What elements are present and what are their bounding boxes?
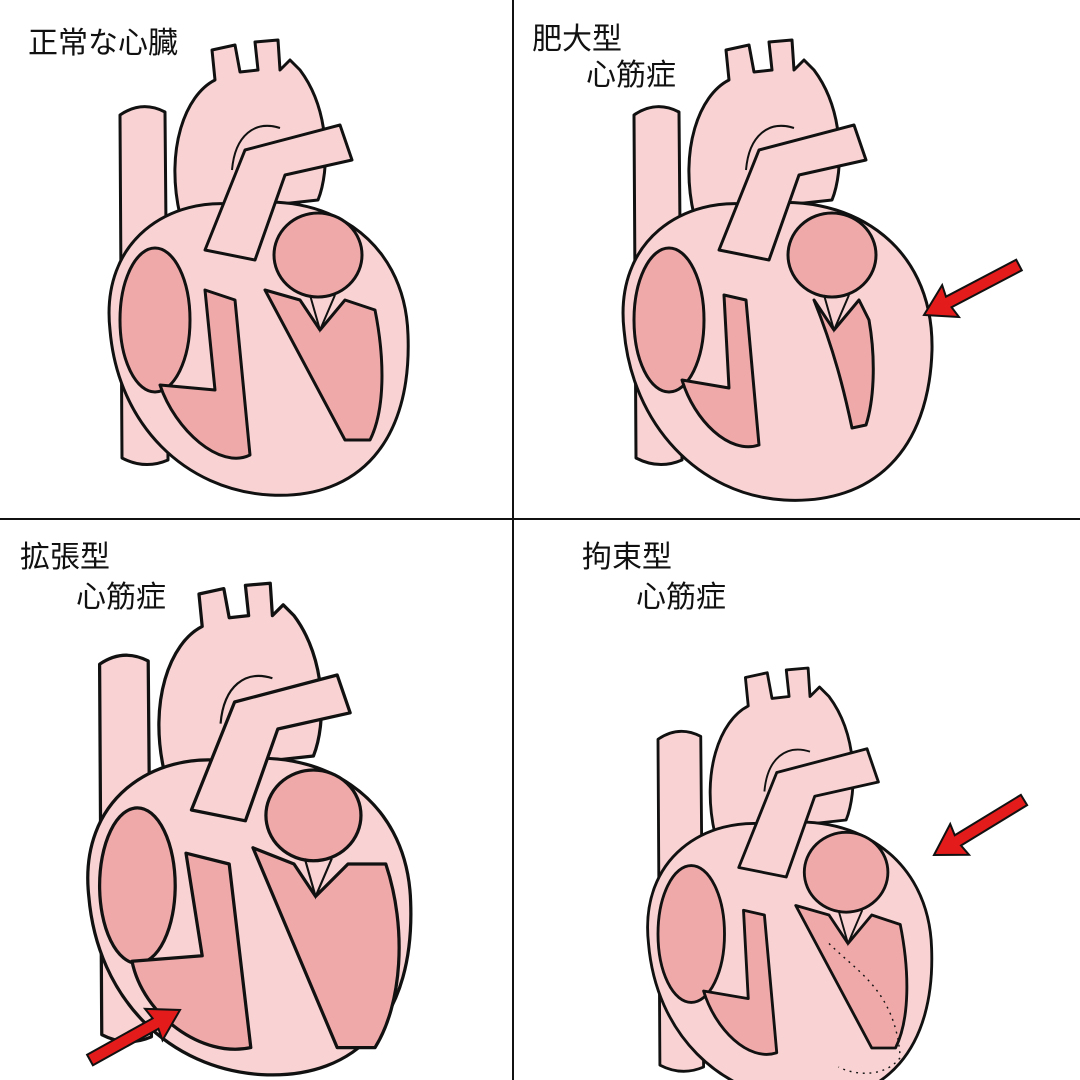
pulmonary-artery — [717, 123, 868, 262]
right-ventricle — [130, 851, 253, 1051]
heart-group — [107, 38, 410, 497]
mitral-valve — [823, 294, 850, 333]
panel-dilated: 拡張型 心筋症 — [0, 520, 540, 1077]
aortic-arch-line — [219, 674, 273, 724]
panel-normal-heart: 正常な心臓 — [0, 0, 540, 540]
right-atrium — [118, 246, 192, 394]
left-atrium — [272, 211, 364, 299]
aortic-arch-line — [763, 748, 811, 792]
heart-group — [621, 38, 934, 502]
vertical-divider — [512, 0, 514, 1080]
right-ventricle — [702, 908, 779, 1056]
right-ventricle — [158, 288, 252, 460]
mitral-valve — [837, 909, 864, 947]
aortic-arch-line — [231, 124, 281, 171]
left-ventricle — [251, 846, 401, 1050]
panel-title-line2: 心筋症 — [586, 58, 676, 93]
panel-title-line1: 拘束型 — [582, 540, 672, 575]
horizontal-divider — [0, 518, 1080, 520]
left-atrium — [802, 830, 890, 914]
panel-title-line1: 拡張型 — [20, 540, 110, 575]
right-atrium — [97, 806, 177, 965]
arrow-shape — [85, 1007, 182, 1067]
heart-group — [646, 666, 934, 1080]
pulmonary-artery — [737, 747, 880, 879]
mitral-valve — [309, 294, 336, 333]
right-atrium — [656, 864, 726, 1004]
pulmonary-artery — [203, 123, 354, 262]
normal-heart-illustration — [107, 38, 410, 497]
aortic-arch-line — [745, 124, 795, 171]
mitral-valve — [303, 858, 333, 900]
left-atrium — [264, 768, 363, 863]
panel-title: 正常な心臓 — [28, 26, 178, 61]
panel-title-line2: 心筋症 — [636, 580, 726, 615]
panel-title-line1: 肥大型 — [532, 22, 622, 57]
heart-group — [86, 581, 413, 1077]
panel-restrictive: 拘束型 心筋症 — [514, 520, 1054, 1080]
arrow-shape — [932, 793, 1029, 857]
red-arrow-icon — [922, 258, 1024, 319]
left-ventricle — [794, 904, 909, 1050]
red-arrow-icon — [932, 793, 1029, 857]
panel-title-line2: 心筋症 — [76, 580, 166, 615]
panel-hypertrophic: 肥大型 心筋症 — [514, 0, 1054, 540]
right-atrium — [632, 246, 706, 394]
right-ventricle — [680, 293, 761, 449]
hypertrophic-heart-illustration — [621, 38, 1024, 502]
red-arrow-icon — [85, 1007, 182, 1067]
restrictive-heart-illustration — [646, 666, 1029, 1080]
arrow-shape — [922, 258, 1024, 319]
left-atrium — [786, 211, 878, 299]
pulmonary-artery — [189, 673, 352, 823]
left-ventricle — [263, 288, 384, 442]
left-ventricle — [812, 298, 875, 430]
dilated-heart-illustration — [85, 581, 413, 1077]
